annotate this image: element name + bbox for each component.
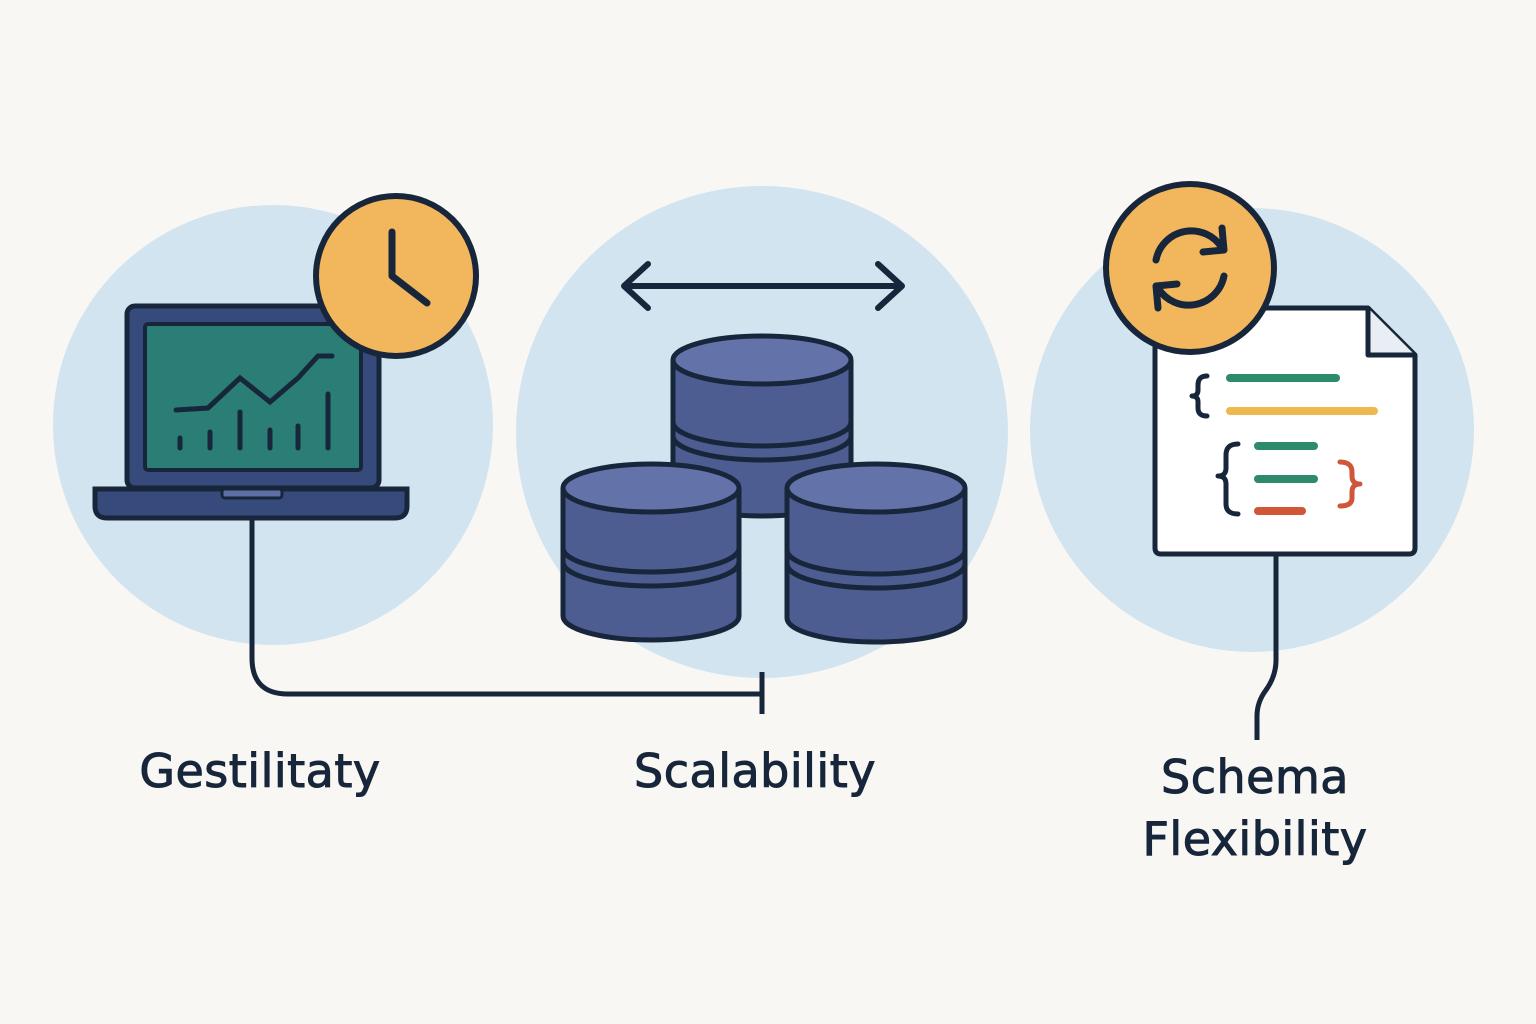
left-connector-line	[249, 515, 762, 697]
right-connector-line	[1254, 550, 1279, 740]
double-arrow-icon	[621, 261, 905, 311]
clock-icon	[313, 193, 479, 359]
json-document-icon	[1152, 305, 1418, 557]
brace-glyphs	[1189, 373, 1363, 517]
label-schema-flexibility: Schema Flexibility	[1100, 746, 1410, 870]
label-flexibility-line: Flexibility	[1142, 812, 1368, 867]
database-cylinder-left	[560, 461, 742, 643]
line-chart-icon	[173, 353, 335, 451]
database-cylinder-right	[784, 461, 968, 645]
sync-icon	[1103, 181, 1277, 355]
laptop-icon	[92, 303, 410, 521]
code-lines	[1226, 374, 1378, 515]
database-stack-icon	[560, 333, 968, 645]
label-gestilitaty: Gestilitaty	[139, 744, 381, 799]
label-schema-line: Schema	[1161, 750, 1349, 805]
label-scalability: Scalability	[634, 744, 876, 799]
